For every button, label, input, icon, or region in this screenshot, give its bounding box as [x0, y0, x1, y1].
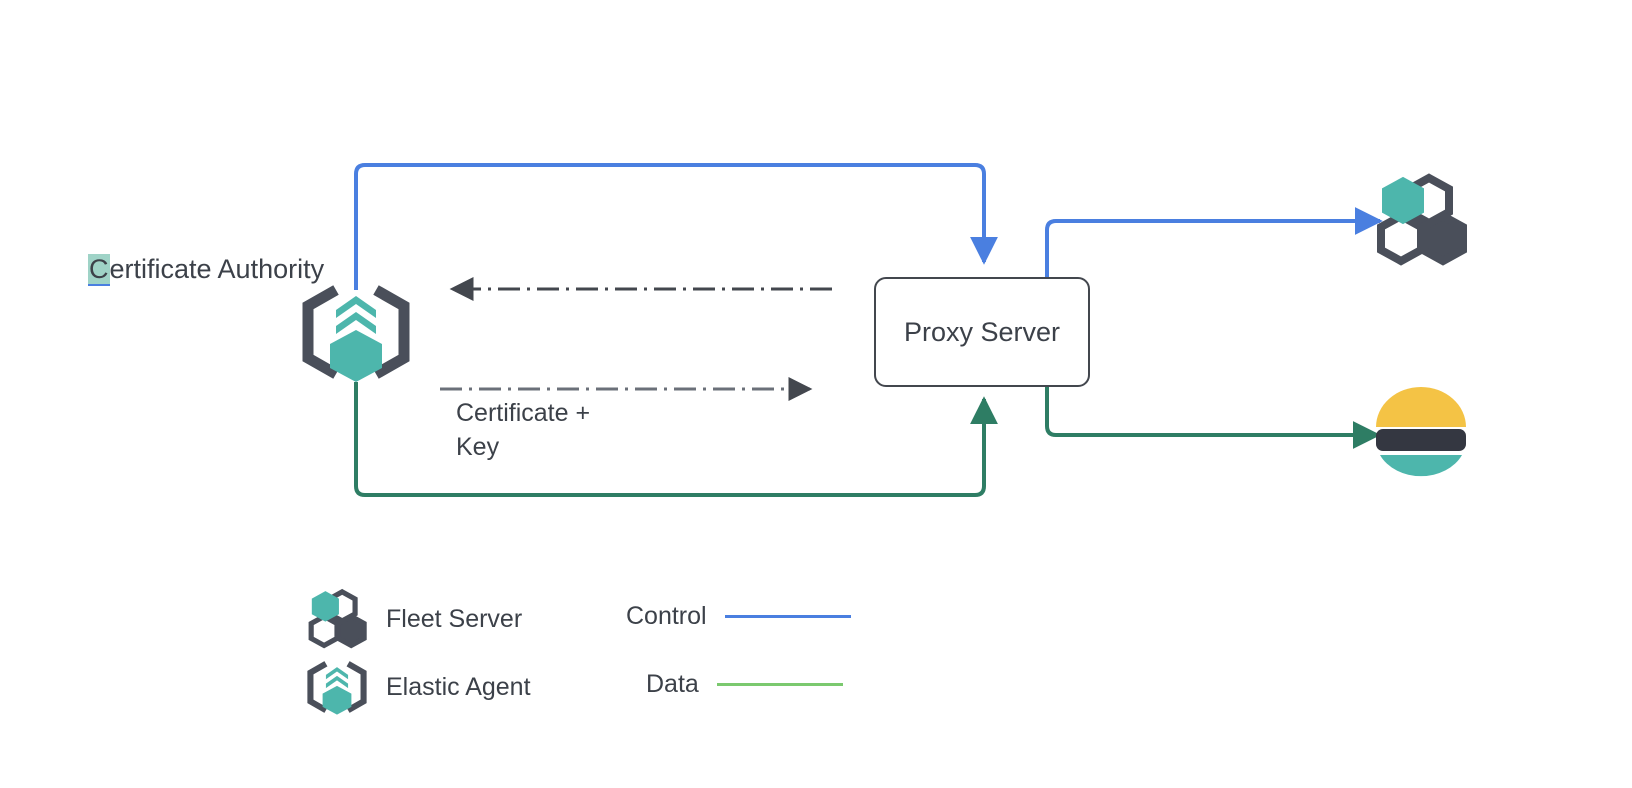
legend-label-elastic-agent: Elastic Agent: [386, 672, 531, 701]
elasticsearch-icon: [1376, 387, 1466, 477]
proxy-server-node[interactable]: Proxy Server: [874, 277, 1090, 387]
certificate-key-edge-label: Certificate + Key: [456, 396, 686, 464]
elastic-agent-icon: [307, 661, 367, 715]
legend-swatch-data: [716, 683, 843, 686]
fleet-server-icon: [1377, 173, 1467, 266]
legend-item-fleet-server: Fleet Server: [306, 588, 522, 650]
legend: Fleet Server Elastic Agent Control Data: [306, 588, 926, 718]
certificate-authority-label: Certificate Authority: [88, 253, 324, 287]
fleet-server-icon: [308, 588, 367, 649]
legend-label-data: Data: [646, 670, 699, 698]
legend-key-data: Data: [646, 670, 843, 699]
legend-key-control: Control: [626, 602, 851, 631]
legend-item-elastic-agent: Elastic Agent: [306, 656, 531, 718]
certificate-key-line2: Key: [456, 433, 500, 461]
proxy-server-label: Proxy Server: [903, 316, 1061, 347]
certificate-authority-highlight: C: [88, 254, 110, 286]
edge-control-agent-to-proxy: [354, 163, 998, 290]
edge-data-proxy-to-elasticsearch: [1045, 387, 1381, 449]
edge-data-agent-to-proxy: [354, 382, 998, 497]
edge-control-proxy-to-fleet: [1045, 207, 1383, 277]
legend-swatch-control: [724, 615, 851, 618]
legend-label-fleet-server: Fleet Server: [386, 604, 523, 633]
certificate-authority-label-text: ertificate Authority: [109, 254, 325, 284]
certificate-key-line1: Certificate +: [456, 399, 591, 427]
elastic-agent-icon: [302, 285, 410, 382]
legend-label-control: Control: [626, 602, 707, 630]
